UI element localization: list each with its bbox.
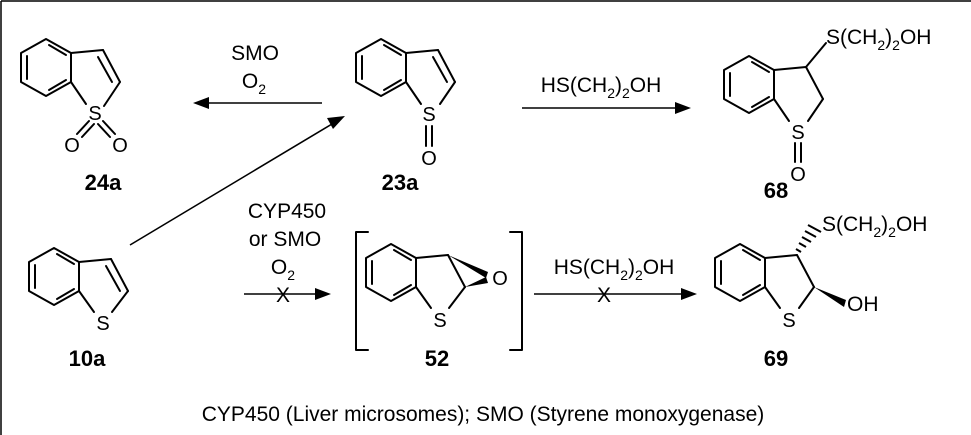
compound-label-23a: 23a	[382, 170, 419, 195]
footnote: CYP450 (Liver microsomes); SMO (Styrene …	[202, 403, 765, 426]
reagent-o2-top: O2	[242, 70, 266, 97]
arrowhead-52	[315, 288, 331, 300]
compound-68-structure	[723, 42, 827, 163]
atom-s-68: S	[791, 122, 804, 144]
substituent-69: S(CH2)2OH	[822, 213, 927, 240]
atom-s-10a: S	[96, 313, 109, 335]
reagent-cyp450: CYP450	[248, 200, 326, 223]
blocked-mark-2: X	[597, 284, 611, 307]
reagent-thiol-bottom: HS(CH2)2OH	[554, 256, 675, 283]
hash-bond-5	[807, 224, 822, 233]
compound-label-24a: 24a	[85, 170, 122, 195]
arrowhead-68	[675, 102, 691, 114]
compound-24a-structure	[20, 38, 121, 138]
atom-s-69: S	[782, 310, 795, 332]
hash-bond-3	[801, 236, 812, 243]
substituent-68: S(CH2)2OH	[826, 26, 931, 53]
atom-o1-24a: O	[64, 135, 80, 157]
hash-bond-2	[798, 242, 807, 248]
reagent-smo: SMO	[231, 42, 279, 65]
atom-o2-24a: O	[112, 135, 128, 157]
atom-o-52: O	[492, 268, 508, 290]
hydroxyl-69: OH	[847, 293, 879, 316]
atom-s-52: S	[433, 310, 446, 332]
compound-label-10a: 10a	[69, 346, 106, 371]
compound-label-69: 69	[764, 346, 788, 371]
arrowhead-24a	[193, 97, 209, 109]
hash-bond-4	[804, 230, 817, 238]
compound-label-68: 68	[764, 178, 788, 203]
compound-69-structure	[714, 224, 846, 309]
hydroxyl-wedge	[814, 287, 846, 307]
hash-bond-1	[795, 248, 802, 253]
reagent-or-smo: or SMO	[249, 228, 321, 251]
reagent-o2-bottom: O2	[271, 256, 295, 283]
reagent-thiol-top: HS(CH2)2OH	[541, 74, 662, 101]
arrow-10a-to-23a	[129, 123, 333, 246]
blocked-mark-1: X	[276, 284, 290, 307]
arrowhead-23a	[327, 116, 345, 129]
atom-o-68: O	[790, 164, 806, 186]
compound-10a-structure	[28, 247, 129, 313]
atom-s-23a: S	[422, 104, 435, 126]
compound-52-structure	[355, 231, 523, 351]
atom-o-23a: O	[421, 148, 437, 170]
arrowhead-69	[681, 288, 697, 300]
compound-label-52: 52	[425, 346, 449, 371]
compound-23a-structure	[355, 38, 456, 147]
epoxide-wedge-top	[448, 255, 488, 278]
epoxide-wedge-bottom	[465, 277, 488, 287]
atom-s-24a: S	[88, 103, 101, 125]
